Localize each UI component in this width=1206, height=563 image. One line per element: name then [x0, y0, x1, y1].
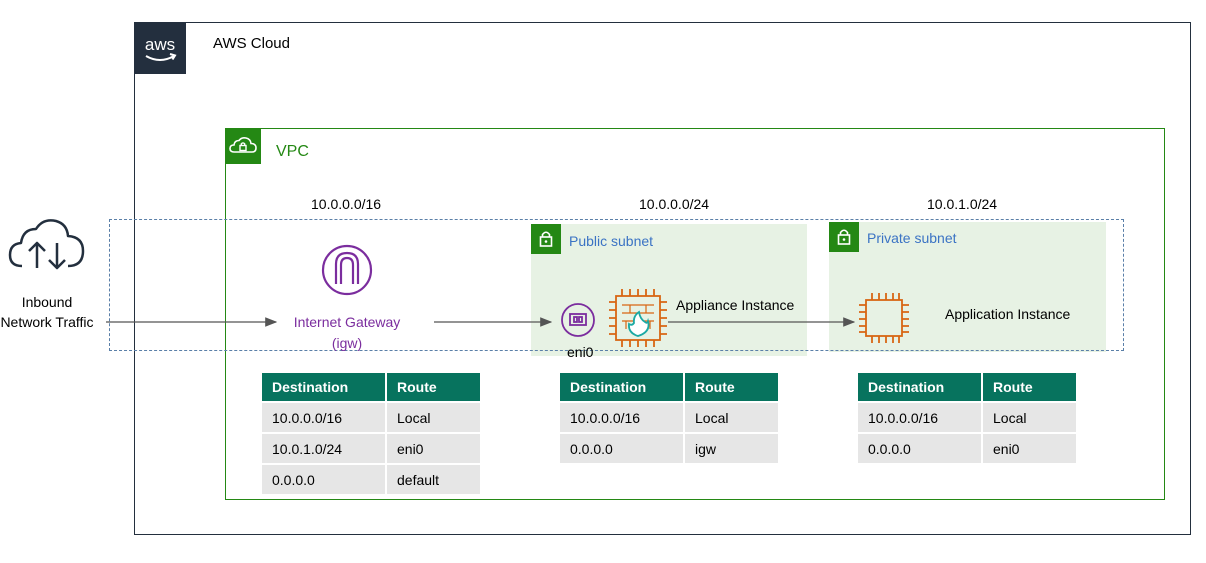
internet-gateway-icon	[321, 244, 373, 296]
private-subnet	[829, 222, 1106, 352]
destination-cell: 10.0.0.0/16	[262, 403, 385, 432]
vpc-route-table: Destination Route 10.0.0.0/16 Local 10.0…	[260, 371, 482, 496]
aws-logo: aws	[134, 22, 186, 74]
destination-cell: 0.0.0.0	[262, 465, 385, 494]
table-row: 0.0.0.0 igw	[560, 434, 778, 463]
table-row: 0.0.0.0 default	[262, 465, 480, 494]
route-header: Route	[387, 373, 480, 401]
destination-header: Destination	[858, 373, 981, 401]
ec2-instance-icon	[859, 293, 909, 343]
table-row: 10.0.0.0/16 Local	[858, 403, 1076, 432]
route-cell: eni0	[387, 434, 480, 463]
destination-cell: 10.0.1.0/24	[262, 434, 385, 463]
route-header: Route	[983, 373, 1076, 401]
table-header-row: Destination Route	[560, 373, 778, 401]
vpc-cidr: 10.0.0.0/16	[311, 196, 382, 212]
public-subnet-cidr: 10.0.0.0/24	[639, 196, 710, 212]
private-subnet-route-table: Destination Route 10.0.0.0/16 Local 0.0.…	[856, 371, 1078, 465]
destination-header: Destination	[560, 373, 683, 401]
eni-label: eni0	[567, 344, 594, 360]
route-cell: Local	[983, 403, 1076, 432]
route-cell: default	[387, 465, 480, 494]
table-row: 10.0.0.0/16 Local	[262, 403, 480, 432]
lock-icon	[829, 222, 859, 252]
table-header-row: Destination Route	[858, 373, 1076, 401]
table-row: 10.0.1.0/24 eni0	[262, 434, 480, 463]
application-instance-label: Application Instance	[945, 306, 1071, 322]
aws-cloud-group	[134, 22, 1191, 535]
availability-zone-dashed	[109, 219, 1124, 351]
destination-cell: 0.0.0.0	[858, 434, 981, 463]
route-cell: Local	[685, 403, 778, 432]
private-subnet-cidr: 10.0.1.0/24	[927, 196, 998, 212]
vpc-cloud-lock-icon	[225, 128, 261, 164]
table-row: 10.0.0.0/16 Local	[560, 403, 778, 432]
public-subnet	[531, 224, 807, 356]
inbound-traffic-label: Inbound Network Traffic	[0, 294, 94, 330]
private-subnet-title: Private subnet	[867, 230, 957, 246]
destination-header: Destination	[262, 373, 385, 401]
destination-cell: 10.0.0.0/16	[560, 403, 683, 432]
destination-cell: 10.0.0.0/16	[858, 403, 981, 432]
route-header: Route	[685, 373, 778, 401]
route-cell: Local	[387, 403, 480, 432]
route-cell: eni0	[983, 434, 1076, 463]
internet-gateway-label: Internet Gateway (igw)	[272, 312, 422, 354]
public-subnet-title: Public subnet	[569, 233, 654, 249]
lock-icon	[531, 224, 561, 254]
table-header-row: Destination Route	[262, 373, 480, 401]
aws-cloud-title: AWS Cloud	[213, 35, 290, 52]
igw-label-line2: (igw)	[331, 335, 363, 351]
vpc-group	[225, 128, 1165, 500]
network-interface-icon	[561, 303, 595, 337]
destination-cell: 0.0.0.0	[560, 434, 683, 463]
table-row: 0.0.0.0 eni0	[858, 434, 1076, 463]
firewall-instance-icon	[609, 289, 667, 347]
appliance-instance-label: Appliance Instance	[676, 297, 795, 313]
public-subnet-route-table: Destination Route 10.0.0.0/16 Local 0.0.…	[558, 371, 780, 465]
aws-logo-text: aws	[145, 35, 175, 54]
route-cell: igw	[685, 434, 778, 463]
igw-label-line1: Internet Gateway	[293, 314, 401, 330]
vpc-title: VPC	[276, 143, 309, 160]
cloud-upload-download-icon	[8, 219, 85, 270]
